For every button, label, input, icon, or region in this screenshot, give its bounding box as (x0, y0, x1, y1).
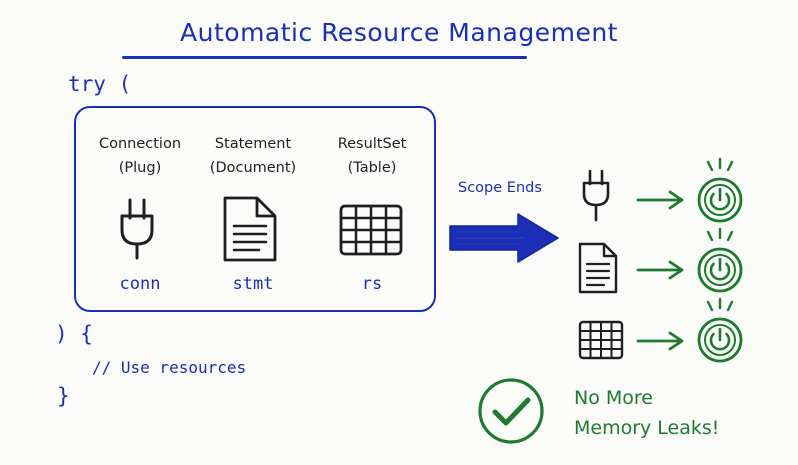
document-icon (578, 242, 618, 294)
plug-icon (582, 169, 610, 222)
outcome-line-1: No More (574, 387, 653, 409)
power-off-icon (697, 227, 743, 293)
outcome-text: No More Memory Leaks! (574, 383, 719, 443)
resource-statement-type: Statement (214, 136, 292, 152)
document-icon (223, 196, 277, 262)
outcome-line-2: Memory Leaks! (574, 417, 720, 439)
resource-resultset-alias: (Table) (347, 160, 397, 176)
power-off-icon (697, 297, 743, 363)
code-try-open: try ( (68, 72, 132, 96)
code-close-brace: } (57, 384, 70, 408)
table-icon (578, 320, 624, 360)
code-close-paren-brace: ) { (55, 322, 93, 346)
plug-icon (120, 198, 154, 260)
resource-connection-type: Connection (98, 136, 182, 152)
arrow-right-icon (636, 190, 684, 210)
arrow-right-icon (636, 331, 684, 351)
scope-ends-label: Scope Ends (458, 180, 542, 196)
title-underline (122, 56, 527, 59)
table-icon (339, 204, 403, 256)
resource-connection-alias: (Plug) (118, 160, 162, 176)
arrow-right-icon (636, 260, 684, 280)
resource-connection-var: conn (119, 274, 161, 294)
scope-ends-arrow (449, 213, 559, 263)
code-comment: // Use resources (92, 358, 247, 377)
resource-statement-var: stmt (232, 274, 274, 294)
checkmark-icon (478, 378, 544, 444)
resource-statement-alias: (Document) (209, 160, 297, 176)
diagram-title: Automatic Resource Management (180, 18, 618, 47)
power-off-icon (697, 157, 743, 223)
resource-resultset-type: ResultSet (337, 136, 407, 152)
resource-resultset-var: rs (361, 274, 383, 294)
resource-box (74, 106, 436, 312)
